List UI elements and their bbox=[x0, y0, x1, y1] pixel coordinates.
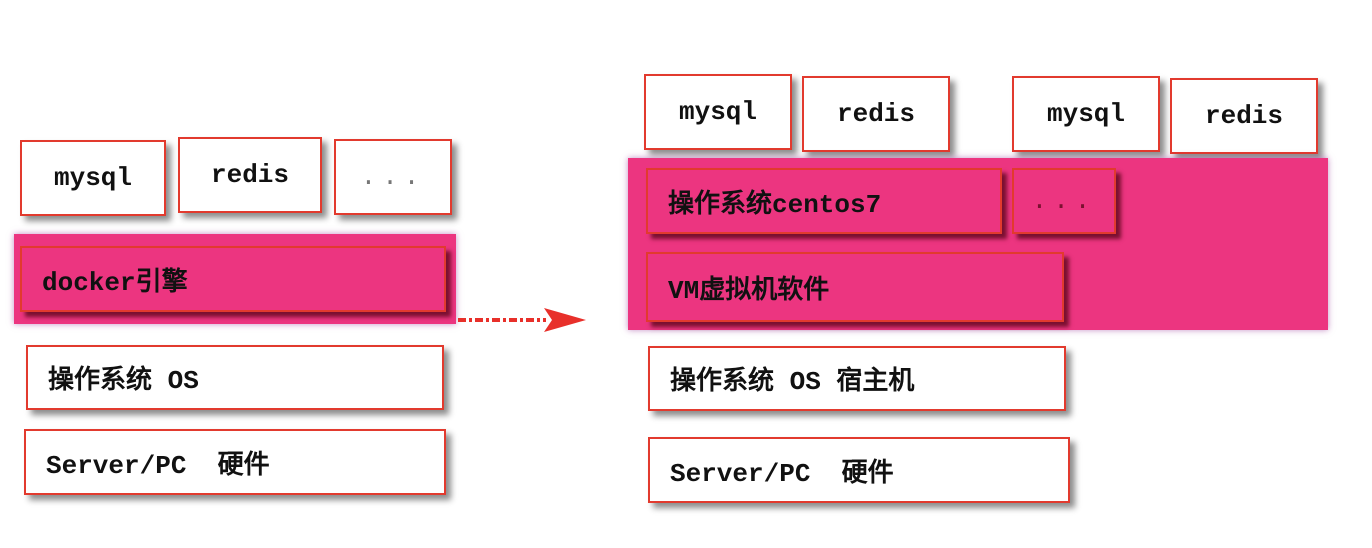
app-label: redis bbox=[836, 99, 915, 129]
docker-engine-box: docker引擎 bbox=[20, 246, 446, 312]
guest-more-label: ... bbox=[1031, 186, 1097, 216]
vm1-app-box-redis: redis bbox=[802, 76, 950, 152]
vm1-app-box-mysql: mysql bbox=[644, 74, 792, 150]
hardware-box: Server/PC 硬件 bbox=[24, 429, 446, 495]
hardware-label: Server/PC 硬件 bbox=[670, 458, 894, 489]
hypervisor-box: VM虚拟机软件 bbox=[646, 252, 1064, 322]
app-box-more: ... bbox=[334, 139, 452, 215]
hardware-label: Server/PC 硬件 bbox=[46, 450, 270, 481]
app-label: redis bbox=[1204, 101, 1283, 131]
vm2-app-box-redis: redis bbox=[1170, 78, 1318, 154]
guest-os-label: 操作系统centos7 bbox=[668, 189, 882, 220]
host-os-label: 操作系统 OS 宿主机 bbox=[670, 367, 915, 397]
hardware-box-right: Server/PC 硬件 bbox=[648, 437, 1070, 503]
app-label: redis bbox=[210, 160, 289, 190]
hypervisor-label: VM虚拟机软件 bbox=[668, 275, 830, 306]
app-label: mysql bbox=[678, 97, 757, 127]
app-label: ... bbox=[360, 162, 426, 192]
docker-engine-label: docker引擎 bbox=[42, 267, 188, 298]
app-box-mysql: mysql bbox=[20, 140, 166, 216]
host-os-label: 操作系统 OS bbox=[48, 366, 199, 396]
guest-os-box: 操作系统centos7 bbox=[646, 168, 1002, 234]
transition-arrow-icon bbox=[458, 308, 586, 332]
guest-more-box: ... bbox=[1012, 168, 1116, 234]
app-label: mysql bbox=[53, 163, 132, 193]
app-box-redis: redis bbox=[178, 137, 322, 213]
host-os-box-right: 操作系统 OS 宿主机 bbox=[648, 346, 1066, 411]
vm2-app-box-mysql: mysql bbox=[1012, 76, 1160, 152]
host-os-box: 操作系统 OS bbox=[26, 345, 444, 410]
app-label: mysql bbox=[1046, 99, 1125, 129]
